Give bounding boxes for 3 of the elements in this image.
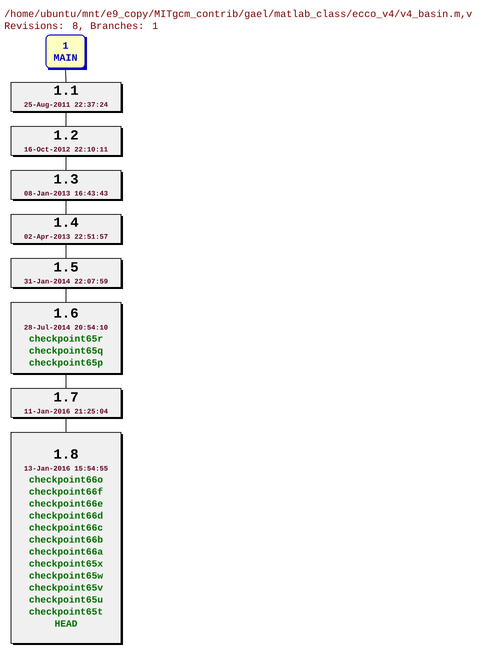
file-path-title: /home/ubuntu/mnt/e9_copy/MITgcm_contrib/gael/matlab_class/ecco_v4/v4_basin.m,v [4, 10, 472, 20]
branch-box: 1 MAIN [46, 34, 87, 70]
connector-line [65, 68, 66, 82]
